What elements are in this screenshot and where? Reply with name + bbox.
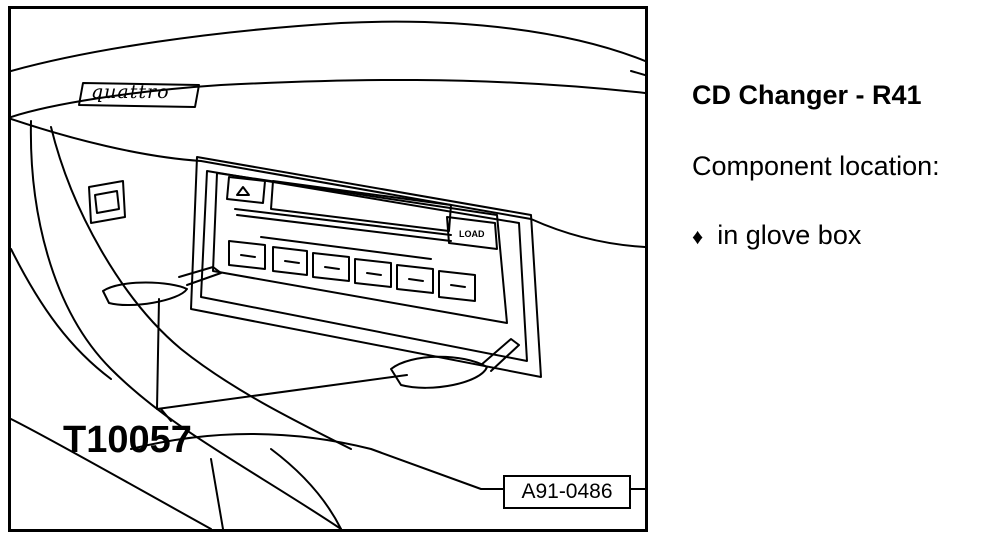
changer-faceplate	[212, 172, 508, 324]
load-button	[446, 216, 498, 250]
location-bullet: ♦ in glove box	[692, 220, 992, 251]
component-location-heading: Component location:	[692, 151, 940, 181]
left-trim-mid	[50, 126, 352, 450]
lid-edge	[11, 118, 645, 248]
figure-id: A91-0486	[503, 475, 631, 509]
tool-leader-lines	[156, 298, 408, 410]
glovebox-drawing	[11, 20, 645, 529]
dash-top-edge	[11, 20, 645, 72]
diamond-bullet-icon: ♦	[692, 224, 704, 249]
release-tool-left-shaft	[178, 266, 222, 286]
dash-lip	[11, 78, 645, 118]
load-button-label: LOAD	[459, 229, 485, 239]
info-panel: CD Changer - R41 Component location: ♦ in…	[692, 80, 992, 251]
release-tool-left-handle	[102, 281, 188, 306]
brand-badge-outline	[78, 82, 200, 108]
location-text: in glove box	[717, 220, 862, 250]
tool-label: T10057	[63, 419, 192, 461]
release-tool-right-shaft	[480, 338, 520, 372]
disc-slot	[234, 208, 452, 236]
changer-housing	[190, 156, 542, 378]
eject-button	[226, 176, 266, 204]
illustration-frame: quattro LOAD T10057 A91-0486	[8, 6, 648, 532]
air-vent	[88, 180, 126, 224]
brand-badge: quattro	[91, 81, 170, 103]
component-title: CD Changer - R41	[692, 80, 922, 110]
release-tool-right-handle	[390, 355, 488, 389]
left-trim-inner	[29, 120, 342, 529]
